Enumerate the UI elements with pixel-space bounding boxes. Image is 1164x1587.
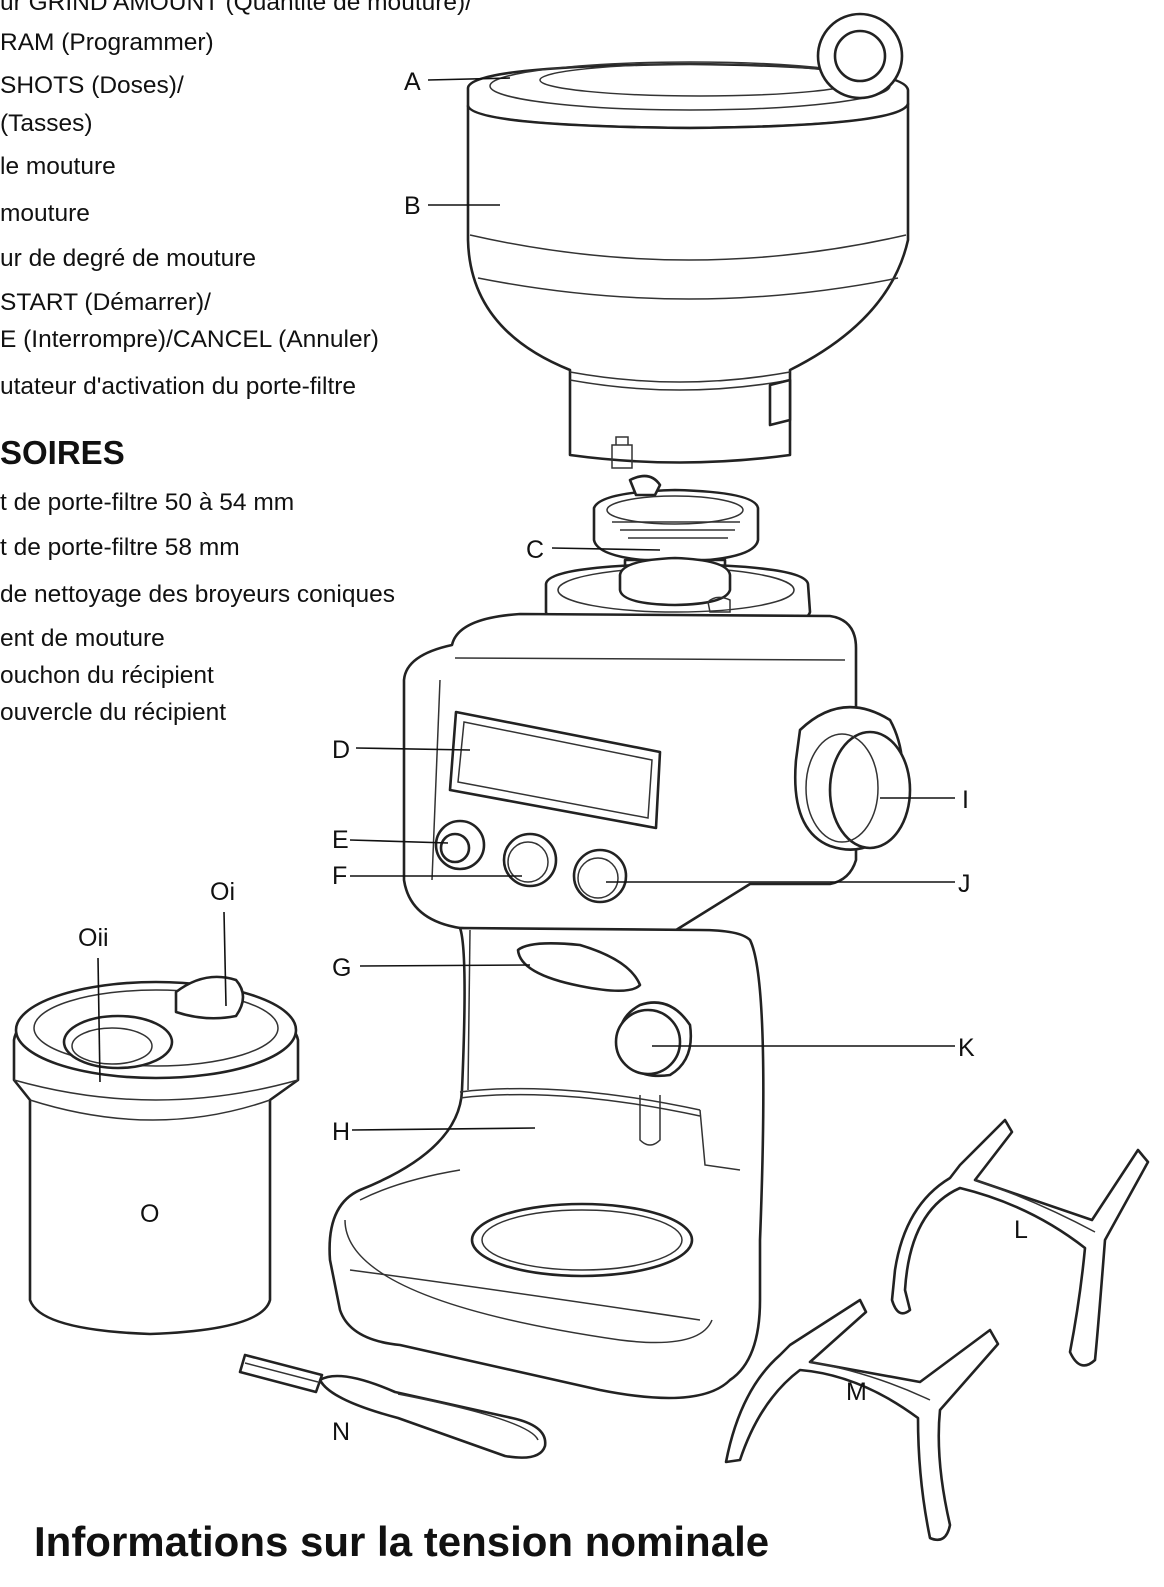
callout-h: H: [332, 1118, 350, 1146]
cleaning-brush: [238, 1353, 547, 1459]
portafilter-cradle-50-54mm: [724, 1298, 1000, 1542]
accessory-line-4: ent de mouture: [0, 625, 165, 652]
tray-recess: [470, 1202, 694, 1278]
part-line-8: START (Démarrer)/: [0, 289, 211, 316]
part-line-4: (Tasses): [0, 110, 93, 137]
grind-size-dial: [793, 705, 912, 851]
callout-oi: Oi: [210, 878, 235, 906]
callout-d: D: [332, 736, 350, 764]
callout-n: N: [332, 1418, 350, 1446]
portafilter-cradle-58mm: [890, 1118, 1150, 1367]
grind-outlet: [516, 942, 642, 993]
start-pause-button: [572, 848, 628, 904]
grinder-body: [328, 556, 912, 1400]
callout-b: B: [404, 192, 421, 220]
accessories-heading: SOIRES: [0, 434, 125, 471]
grounds-container: [12, 975, 300, 1336]
part-line-1: ur GRIND AMOUNT (Quantité de mouture)/: [0, 0, 472, 16]
callout-a: A: [404, 68, 421, 96]
hopper-body: [466, 102, 910, 464]
callout-f: F: [332, 862, 347, 890]
part-line-7: ur de degré de mouture: [0, 245, 257, 272]
callout-j: J: [958, 870, 971, 898]
accessory-line-2: t de porte-filtre 58 mm: [0, 534, 240, 561]
callout-oii: Oii: [78, 924, 109, 952]
callout-m: M: [846, 1378, 867, 1406]
callout-i: I: [962, 786, 969, 814]
shots-cups-button: [502, 832, 558, 888]
accessory-line-1: t de porte-filtre 50 à 54 mm: [0, 489, 295, 516]
burr-collar: [592, 488, 760, 564]
accessory-line-6: ouvercle du récipient: [0, 699, 227, 726]
callout-c: C: [526, 536, 544, 564]
footer-title: Informations sur la tension nominale: [34, 1518, 770, 1565]
part-line-6: mouture: [0, 200, 90, 227]
part-line-10: utateur d'activation du porte-filtre: [0, 373, 357, 400]
grind-amount-dial: [434, 819, 486, 871]
callout-l: L: [1014, 1216, 1028, 1244]
portafilter-activation-switch: [614, 1001, 693, 1078]
callout-lines: [97, 77, 955, 1131]
part-line-3: SHOTS (Doses)/: [0, 72, 184, 99]
accessory-line-5: ouchon du récipient: [0, 662, 214, 689]
accessory-line-3: de nettoyage des broyeurs coniques: [0, 581, 395, 608]
part-line-5: le mouture: [0, 153, 116, 180]
callout-e: E: [332, 826, 349, 854]
part-line-9: E (Interrompre)/CANCEL (Annuler): [0, 326, 379, 353]
part-line-2: RAM (Programmer): [0, 29, 214, 56]
callout-k: K: [958, 1034, 975, 1062]
bean-hopper: [466, 12, 910, 469]
callout-o: O: [140, 1200, 159, 1228]
callout-g: G: [332, 954, 351, 982]
lcd-display: [448, 710, 662, 830]
